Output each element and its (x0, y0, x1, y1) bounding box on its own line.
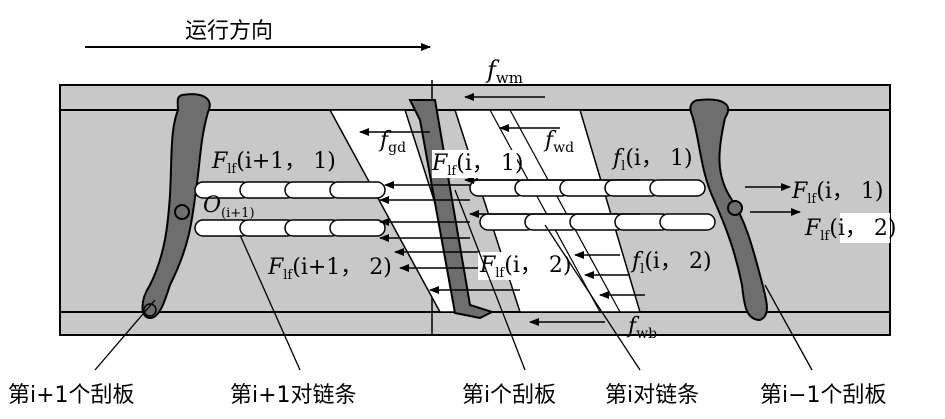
caption-flight-i-minus-1: 第i−1个刮板 (760, 383, 887, 408)
label-F-lf-i-2-mid: Flf(i， 2) (479, 253, 571, 281)
caption-chain-i: 第i对链条 (605, 383, 699, 408)
chain-i-lower (479, 213, 716, 231)
label-origin: O(i+1) (203, 193, 255, 221)
flight-i (408, 99, 495, 320)
label-F-lf-i-plus-1-1: Flf(i+1， 1) (211, 149, 336, 177)
label-bg-mid-2 (478, 252, 560, 280)
wedge-line-2 (509, 109, 621, 313)
label-F-lf-i-1-right: Flf(i， 1) (791, 179, 883, 207)
label-f-wm: fwm (485, 56, 523, 87)
chain-i-upper (469, 179, 706, 197)
chain-i-plus-1-upper (194, 181, 386, 199)
caption-flight-i: 第i个刮板 (462, 383, 556, 408)
flight-i-plus-1 (141, 93, 211, 320)
force-arrows (359, 93, 801, 326)
label-F-lf-i-plus-1-2: Flf(i+1， 2) (267, 255, 392, 283)
pivot-i-minus-1 (727, 200, 743, 216)
chain-i-plus-1-lower (194, 219, 386, 237)
leader-lines (94, 189, 813, 371)
wedge-line-1 (489, 109, 601, 313)
direction-label: 运行方向 (185, 19, 273, 44)
label-F-lf-i-1-mid: Flf(i， 1) (431, 151, 523, 179)
label-bg-mid-1 (432, 150, 517, 178)
label-f-l-i-2: fl(i， 2) (630, 249, 712, 277)
pin-i-plus-1 (143, 303, 157, 317)
caption-flight-i-plus-1: 第i+1个刮板 (8, 383, 135, 408)
label-bg-right-2 (840, 213, 890, 243)
label-F-lf-i-2-right: Flf(i， 2) (804, 216, 896, 244)
caption-chain-i-plus-1: 第i+1对链条 (230, 383, 357, 408)
pivot-i-plus-1 (174, 204, 190, 220)
